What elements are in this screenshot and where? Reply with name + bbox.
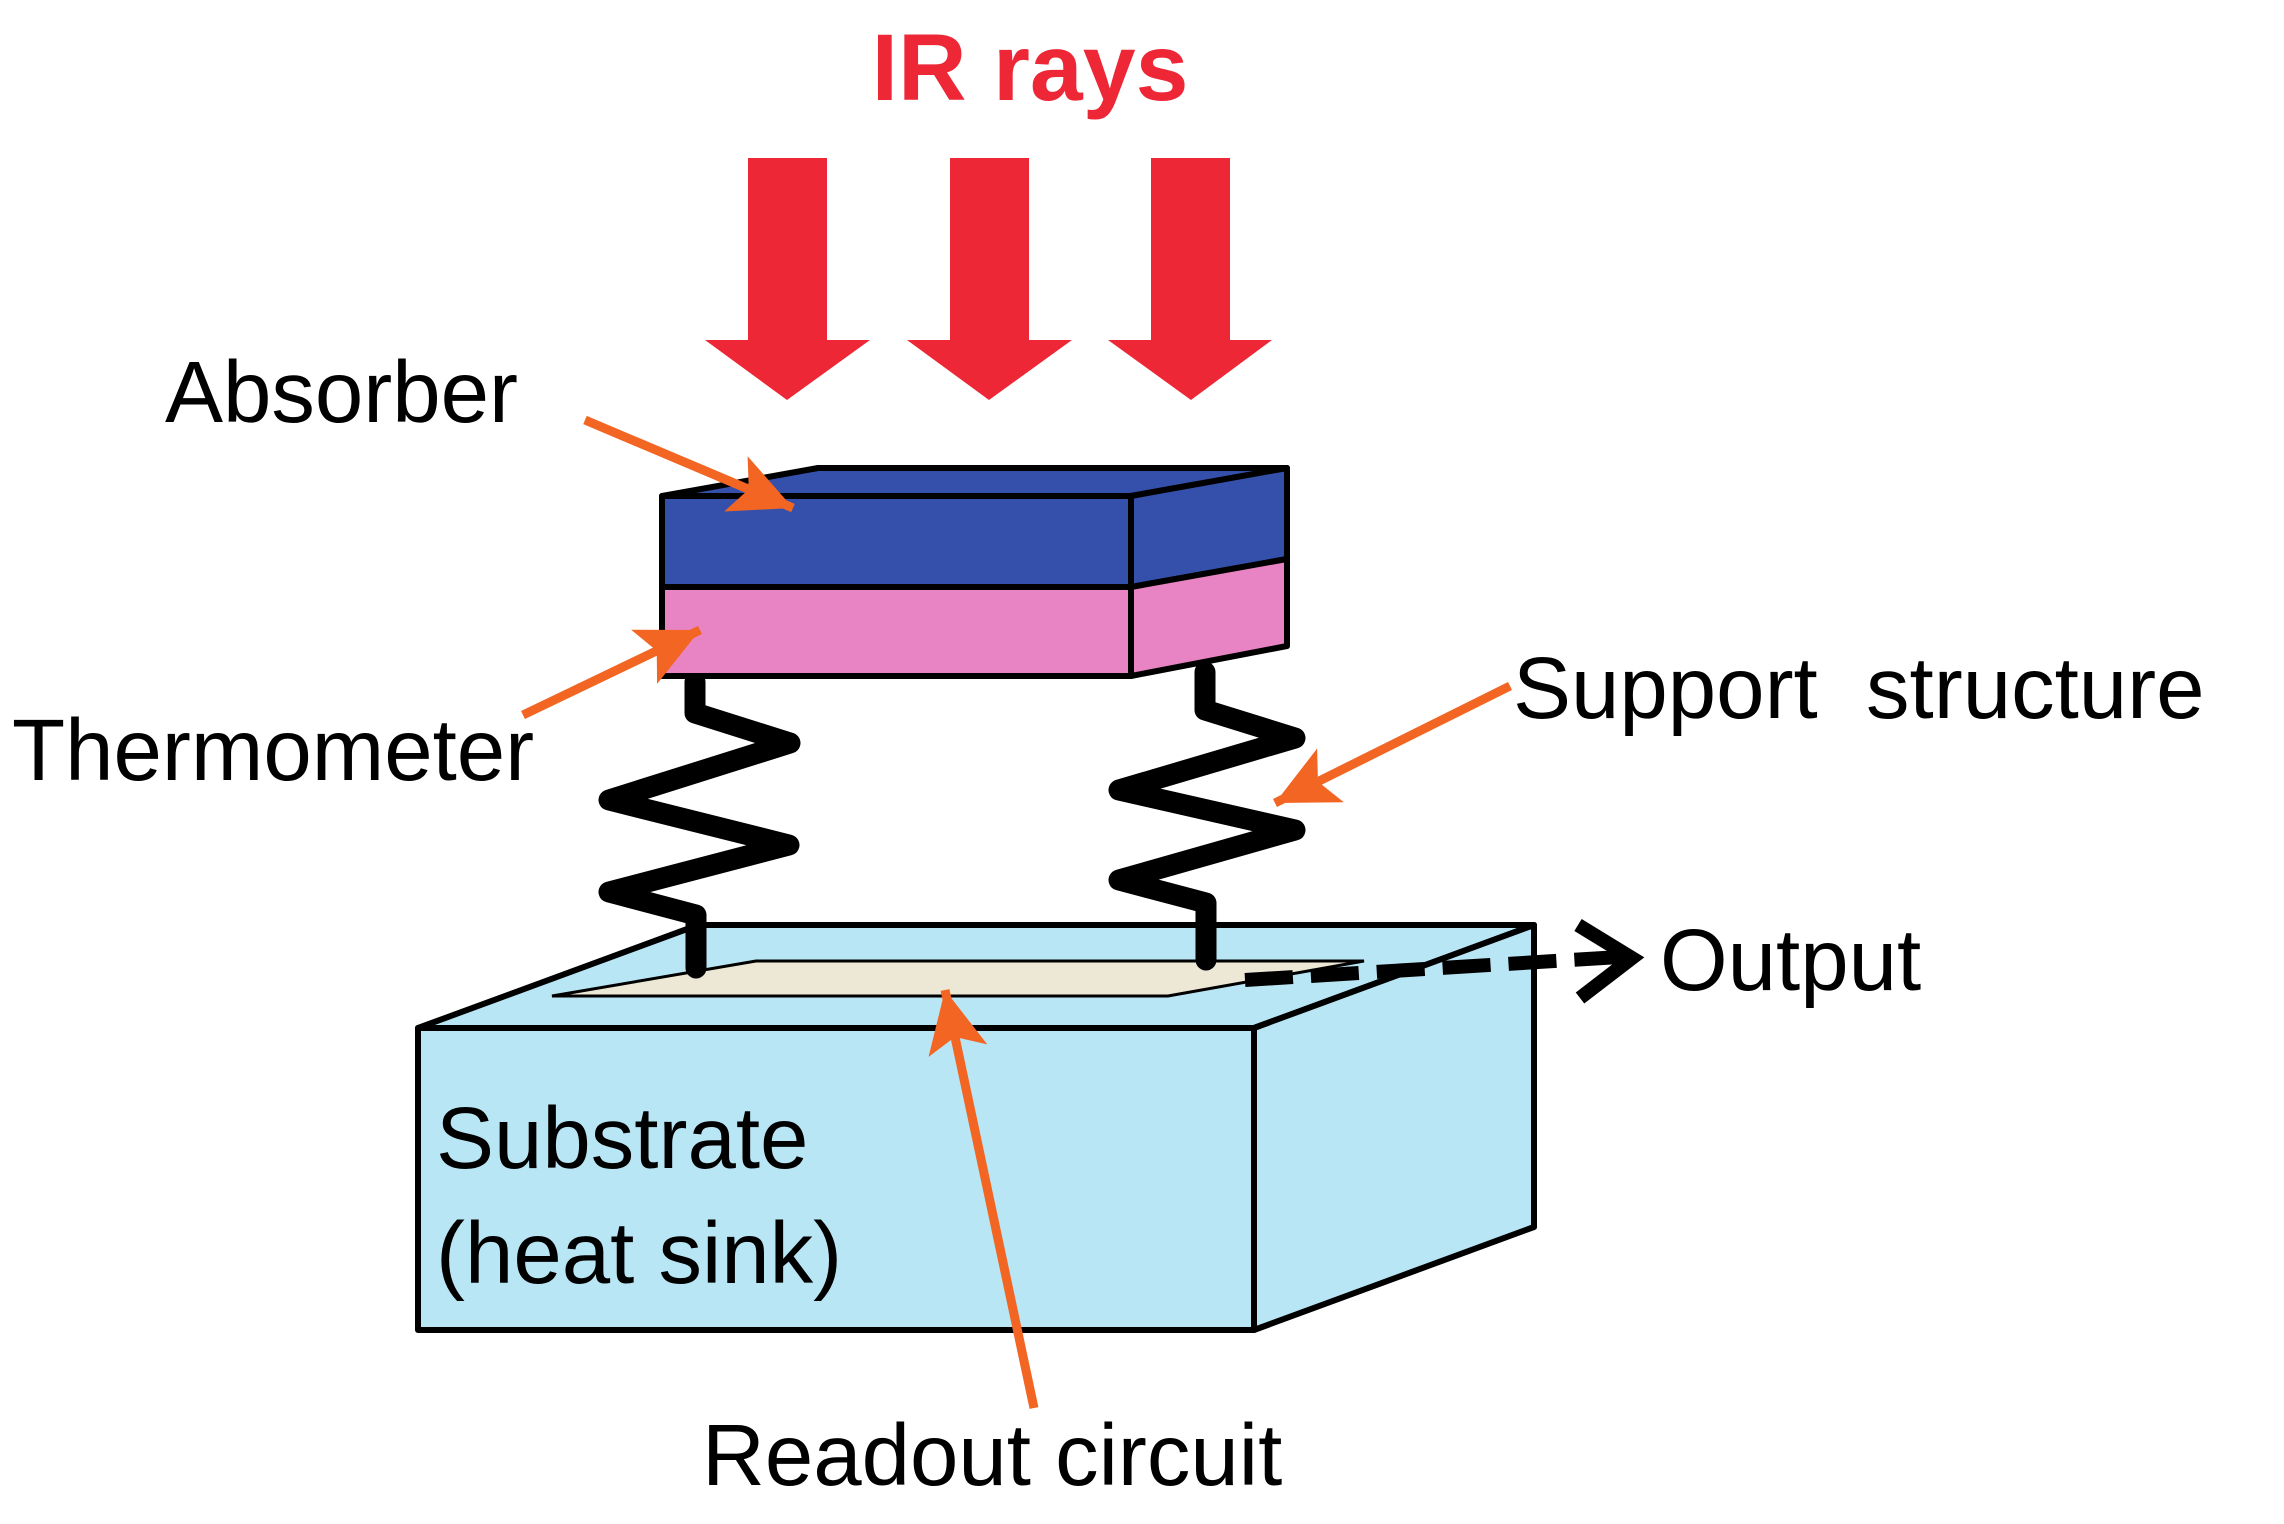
- support-structure-label: Support structure: [1513, 640, 2205, 737]
- heat-sink-label: (heat sink): [436, 1205, 842, 1302]
- ir-rays-title: IR rays: [872, 15, 1189, 121]
- output-arrow-head: [1574, 919, 1645, 1004]
- output-label: Output: [1660, 912, 1921, 1009]
- absorber-label: Absorber: [165, 344, 518, 441]
- readout-circuit-label: Readout circuit: [702, 1407, 1282, 1504]
- right-spring: [1108, 661, 1306, 971]
- absorber-pointer-arrow: [583, 415, 795, 513]
- pointer-arrows: [521, 415, 1513, 1409]
- support-structure-pointer-arrow: [1272, 681, 1513, 808]
- thermometer-label: Thermometer: [12, 702, 534, 799]
- absorber-front-face: [659, 493, 1134, 590]
- substrate-front-face: [415, 1025, 1257, 1333]
- ir-ray-arrow-2: [907, 158, 1072, 400]
- substrate-label: Substrate: [436, 1090, 808, 1187]
- left-spring: [598, 671, 801, 979]
- readout-circuit-pointer-arrow: [928, 989, 1039, 1409]
- ir-ray-arrows: [705, 158, 1272, 400]
- ir-ray-arrow-3: [1108, 158, 1272, 400]
- sensor-block: [659, 465, 1290, 679]
- substrate-box: [415, 922, 1537, 1333]
- thermometer-pointer-arrow: [521, 625, 702, 720]
- ir-ray-arrow-1: [705, 158, 870, 400]
- thermometer-front-face: [659, 584, 1134, 679]
- output-arrow: [1244, 919, 1645, 1004]
